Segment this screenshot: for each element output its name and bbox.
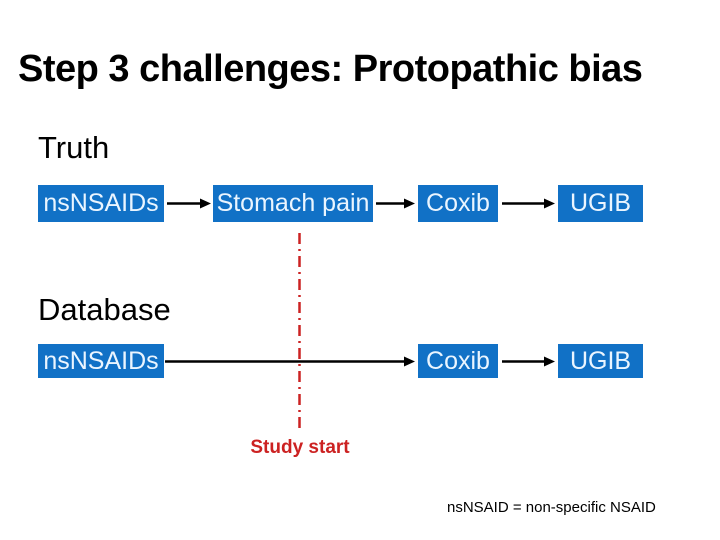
- arrow-truth-stomach-to-coxib: [376, 198, 415, 209]
- truth-box-coxib: Coxib: [418, 185, 498, 222]
- arrow-truth-nsnsaids-to-stomach: [167, 198, 211, 209]
- database-box-ugib: UGIB: [558, 344, 643, 378]
- arrow-database-coxib-to-ugib: [502, 356, 555, 367]
- study-start-label: Study start: [250, 437, 350, 458]
- arrow-database-nsnsaids-to-coxib: [165, 356, 415, 367]
- section-label-truth: Truth: [38, 130, 110, 165]
- truth-box-ugib: UGIB: [558, 185, 643, 222]
- truth-box-stomach-pain: Stomach pain: [213, 185, 373, 222]
- arrow-truth-coxib-to-ugib: [502, 198, 555, 209]
- database-box-coxib: Coxib: [418, 344, 498, 378]
- footnote: nsNSAID = non-specific NSAID: [447, 499, 656, 516]
- truth-box-nsnsaids: nsNSAIDs: [38, 185, 164, 222]
- database-box-nsnsaids: nsNSAIDs: [38, 344, 164, 378]
- slide-title: Step 3 challenges: Protopathic bias: [18, 48, 643, 90]
- section-label-database: Database: [38, 292, 171, 327]
